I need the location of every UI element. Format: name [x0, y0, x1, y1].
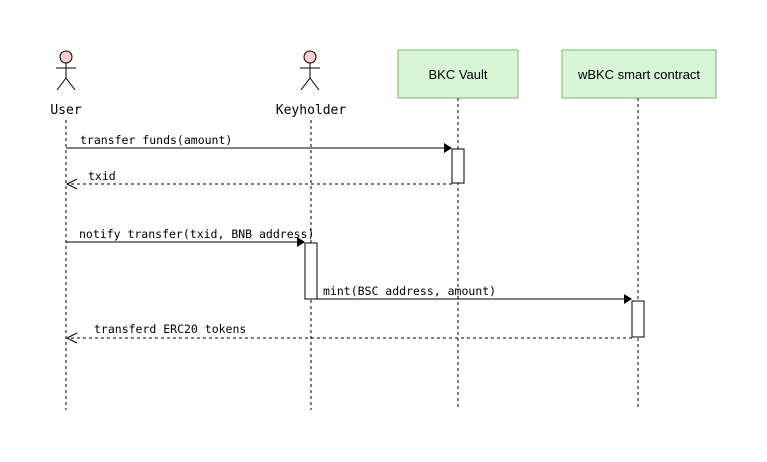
activation-wbkc-contract [631, 300, 645, 338]
actor-user: User [50, 50, 82, 118]
message-transfer-funds-label: transfer funds(amount) [80, 133, 232, 147]
actor-user-left-leg [56, 77, 67, 91]
actor-user-head [59, 50, 73, 64]
message-mint-label: mint(BSC address, amount) [323, 284, 496, 298]
message-txid-label: txid [88, 169, 116, 183]
actor-keyholder-left-leg [300, 77, 311, 91]
message-notify-transfer-arrowhead [297, 237, 305, 247]
message-notify-transfer-label: notify transfer(txid, BNB address) [79, 227, 314, 241]
message-transfer-funds-arrowhead [444, 143, 452, 153]
participant-bkc-vault-label: BKC Vault [428, 67, 487, 82]
message-transfer-funds: transfer funds(amount) [66, 133, 452, 153]
participant-bkc-vault: BKC Vault [397, 49, 519, 99]
message-notify-transfer: notify transfer(txid, BNB address) [66, 227, 314, 247]
message-transferd-tokens-arrowhead [65, 332, 78, 344]
actor-keyholder-head [303, 50, 317, 64]
message-transferd-tokens: transferd ERC20 tokens [65, 322, 632, 344]
message-mint: mint(BSC address, amount) [317, 284, 632, 304]
message-transferd-tokens-label: transferd ERC20 tokens [94, 322, 246, 336]
actor-user-label: User [50, 103, 81, 118]
participant-wbkc-contract-box [561, 49, 717, 99]
activation-keyholder [304, 242, 318, 300]
participant-wbkc-contract-label: wBKC smart contract [577, 67, 700, 82]
message-mint-arrowhead [624, 294, 632, 304]
message-txid: txid [65, 169, 452, 190]
actor-keyholder-label: Keyholder [276, 103, 347, 118]
actor-keyholder: Keyholder [276, 50, 347, 118]
actor-keyholder-right-leg [309, 77, 320, 91]
participant-bkc-vault-box [397, 49, 519, 99]
actor-user-right-leg [65, 77, 76, 91]
activation-bkc-vault [451, 148, 465, 184]
participant-wbkc-contract: wBKC smart contract [561, 49, 717, 99]
message-txid-arrowhead [65, 178, 78, 190]
